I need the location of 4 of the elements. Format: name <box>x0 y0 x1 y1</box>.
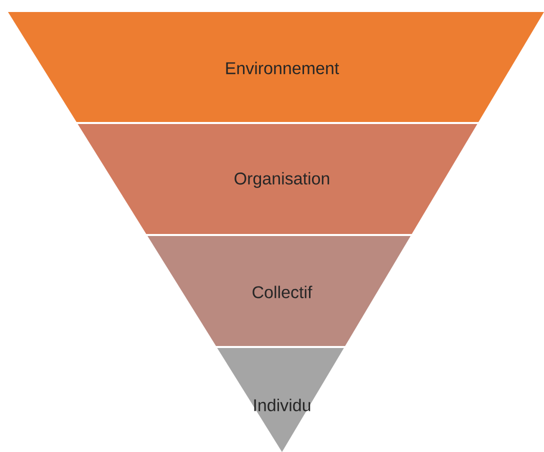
funnel-band: Environnement <box>8 12 544 122</box>
funnel-band: Individu <box>217 348 344 452</box>
funnel-band: Collectif <box>148 236 411 346</box>
funnel-band: Organisation <box>78 124 478 234</box>
